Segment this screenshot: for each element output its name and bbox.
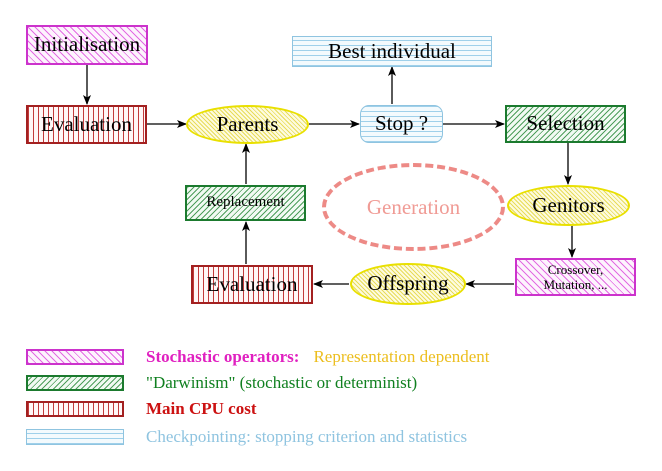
- legend-swatch-red-vertical: [26, 401, 124, 417]
- node-evaluation-top-label: Evaluation: [41, 111, 132, 136]
- legend-row-checkpointing: Checkpointing: stopping criterion and st…: [26, 426, 467, 448]
- legend-label-stochastic-operators: Stochastic operators:: [146, 347, 300, 366]
- legend-row-stochastic: Stochastic operators: Representation dep…: [26, 346, 490, 368]
- node-best-individual[interactable]: Best individual: [292, 36, 492, 67]
- node-evaluation-bottom-label: Evaluation: [206, 271, 298, 296]
- node-initialisation[interactable]: Initialisation: [26, 25, 148, 65]
- legend-row-cpu-cost: Main CPU cost: [26, 398, 256, 420]
- node-stop-label: Stop ?: [374, 111, 429, 136]
- node-best-individual-label: Best individual: [328, 38, 456, 63]
- node-genitors-label: Genitors: [532, 192, 605, 217]
- legend-swatch-blue-horizontal: [26, 429, 124, 445]
- node-selection-label: Selection: [526, 111, 605, 136]
- legend-swatch-magenta-hatch: [26, 349, 124, 365]
- node-evaluation-bottom[interactable]: Evaluation: [191, 265, 313, 304]
- node-parents[interactable]: Parents: [186, 105, 309, 144]
- legend-row-darwinism: "Darwinism" (stochastic or determinist): [26, 372, 417, 394]
- node-crossover-mutation-label: Crossover, Mutation, ...: [543, 261, 608, 292]
- legend-label-darwinism: "Darwinism" (stochastic or determinist): [146, 373, 418, 392]
- legend-label-main-cpu-cost: Main CPU cost: [146, 399, 257, 418]
- node-stop[interactable]: Stop ?: [360, 105, 443, 143]
- node-generation-label: Generation: [366, 194, 461, 219]
- legend-label-representation-dependent: Representation dependent: [313, 347, 490, 366]
- node-offspring-label: Offspring: [367, 271, 449, 296]
- node-offspring[interactable]: Offspring: [350, 263, 466, 305]
- node-crossover-mutation[interactable]: Crossover, Mutation, ...: [515, 258, 636, 296]
- node-generation: Generation: [322, 163, 505, 251]
- node-selection[interactable]: Selection: [505, 105, 626, 143]
- node-replacement[interactable]: Replacement: [185, 185, 306, 221]
- node-evaluation-top[interactable]: Evaluation: [26, 105, 147, 144]
- legend-swatch-green-hatch: [26, 375, 124, 391]
- legend: Stochastic operators: Representation dep…: [0, 336, 662, 456]
- node-parents-label: Parents: [216, 111, 279, 136]
- node-initialisation-label: Initialisation: [33, 32, 141, 57]
- node-genitors[interactable]: Genitors: [507, 185, 630, 226]
- node-replacement-label: Replacement: [206, 194, 285, 211]
- legend-label-checkpointing: Checkpointing: stopping criterion and st…: [146, 427, 468, 446]
